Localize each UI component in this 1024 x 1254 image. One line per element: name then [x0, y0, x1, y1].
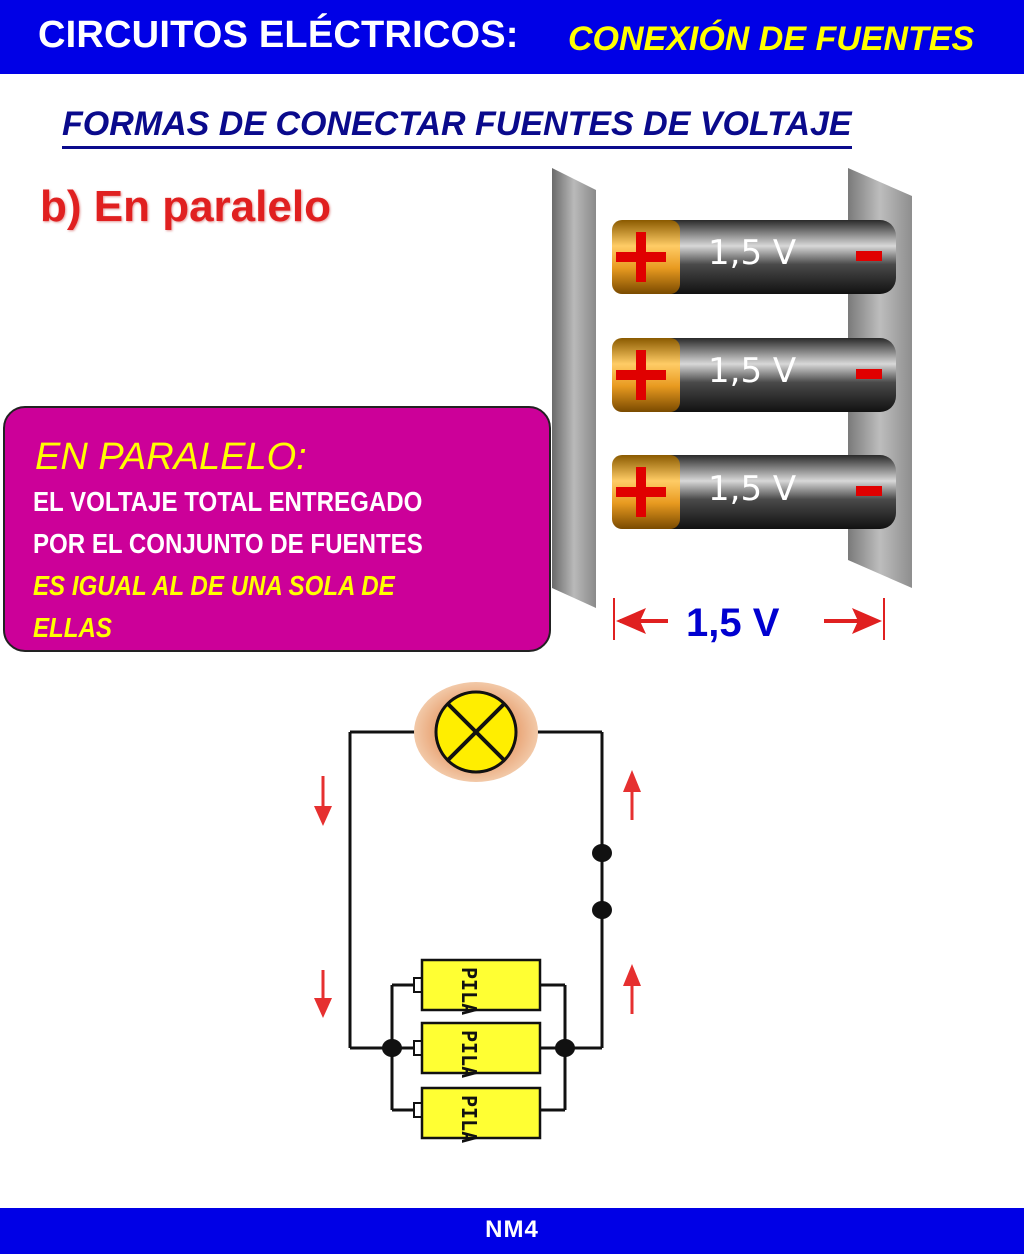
cell-2-label: PILA — [457, 1030, 481, 1078]
header-title: CIRCUITOS ELÉCTRICOS: — [38, 14, 519, 56]
header-subtitle: CONEXIÓN DE FUENTES — [568, 20, 975, 58]
battery-3-voltage: 1,5 V — [708, 469, 796, 509]
info-heading: EN PARALELO: — [35, 436, 307, 478]
left-plate — [552, 168, 596, 608]
lamp-symbol — [414, 682, 538, 782]
battery-2-voltage: 1,5 V — [708, 351, 796, 391]
cell-1-label: PILA — [457, 967, 481, 1015]
battery-1 — [612, 220, 896, 294]
current-arrows — [314, 770, 641, 1018]
battery-1-voltage: 1,5 V — [708, 233, 796, 273]
info-line-2: POR EL CONJUNTO DE FUENTES — [33, 528, 423, 559]
info-box: EN PARALELO: EL VOLTAJE TOTAL ENTREGADO … — [3, 406, 551, 652]
battery-3 — [612, 455, 896, 529]
info-line-3: ES IGUAL AL DE UNA SOLA DE — [33, 570, 395, 601]
section-title: FORMAS DE CONECTAR FUENTES DE VOLTAJE — [62, 105, 852, 149]
header-bar: CIRCUITOS ELÉCTRICOS: CONEXIÓN DE FUENTE… — [0, 0, 1024, 74]
cell-1 — [413, 958, 542, 1012]
footer-code: NM4 — [485, 1216, 539, 1243]
total-voltage-dimension — [613, 598, 885, 640]
cell-3 — [413, 1086, 542, 1140]
junction-dots — [382, 844, 612, 1057]
footer-bar: NM4 — [0, 1208, 1024, 1254]
variant-label: b) En paralelo — [40, 182, 331, 231]
cell-2 — [413, 1021, 542, 1075]
info-line-1: EL VOLTAJE TOTAL ENTREGADO — [33, 486, 423, 517]
battery-2 — [612, 338, 896, 412]
info-line-4: ELLAS — [33, 612, 112, 643]
total-voltage-label: 1,5 V — [686, 601, 780, 645]
cell-3-label: PILA — [457, 1095, 481, 1143]
